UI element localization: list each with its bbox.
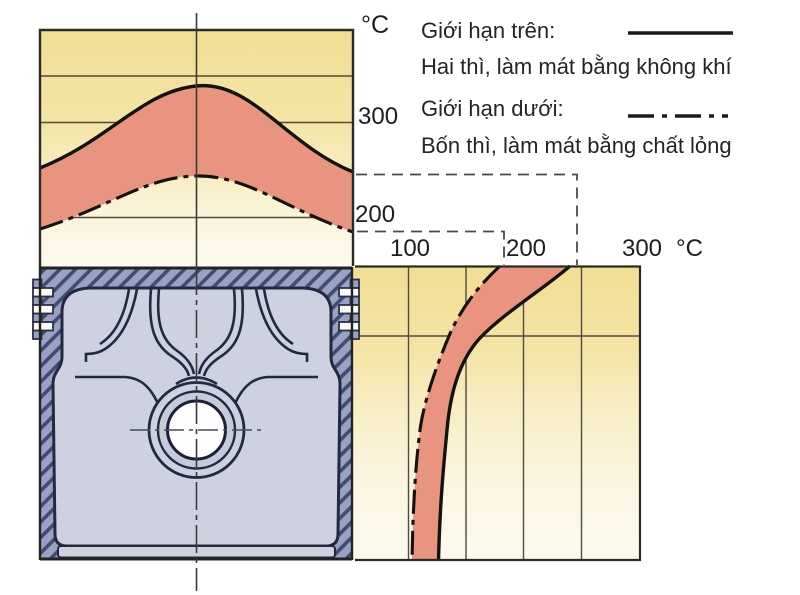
legend-upper-label: Giới hạn trên: — [421, 18, 556, 43]
piston-ring-grooves-left — [32, 278, 54, 340]
legend-lower-desc: Bốn thì, làm mát bằng chất lỏng — [421, 133, 732, 158]
height-chart-gridlines — [355, 267, 640, 560]
upper-projection-line — [356, 173, 578, 265]
crown-axis-tick-300: 300 — [358, 103, 399, 130]
legend-swatches — [628, 31, 733, 118]
crown-axis-tick-200: 200 — [355, 201, 396, 228]
lower-projection-line — [357, 230, 505, 265]
height-axis-unit: °C — [676, 235, 703, 262]
height-lower-limit-curve — [410, 264, 502, 562]
height-axis-tick-100: 100 — [389, 235, 431, 262]
piston-ring-grooves-right — [338, 278, 360, 340]
legend-upper-desc: Hai thì, làm mát bằng không khí — [421, 54, 732, 79]
height-chart-border — [355, 265, 642, 562]
height-axis-tick-200: 200 — [505, 235, 547, 262]
crown-axis-unit: °C — [361, 11, 390, 39]
projection-dashed-lines — [356, 173, 578, 265]
height-temperature-chart — [353, 264, 642, 562]
height-upper-limit-curve — [436, 264, 572, 562]
height-axis-tick-300: 300 — [621, 235, 663, 262]
piston-internal-ribs — [75, 288, 318, 417]
legend-lower-label: Giới hạn dưới: — [421, 96, 564, 121]
height-temp-band — [412, 266, 570, 561]
